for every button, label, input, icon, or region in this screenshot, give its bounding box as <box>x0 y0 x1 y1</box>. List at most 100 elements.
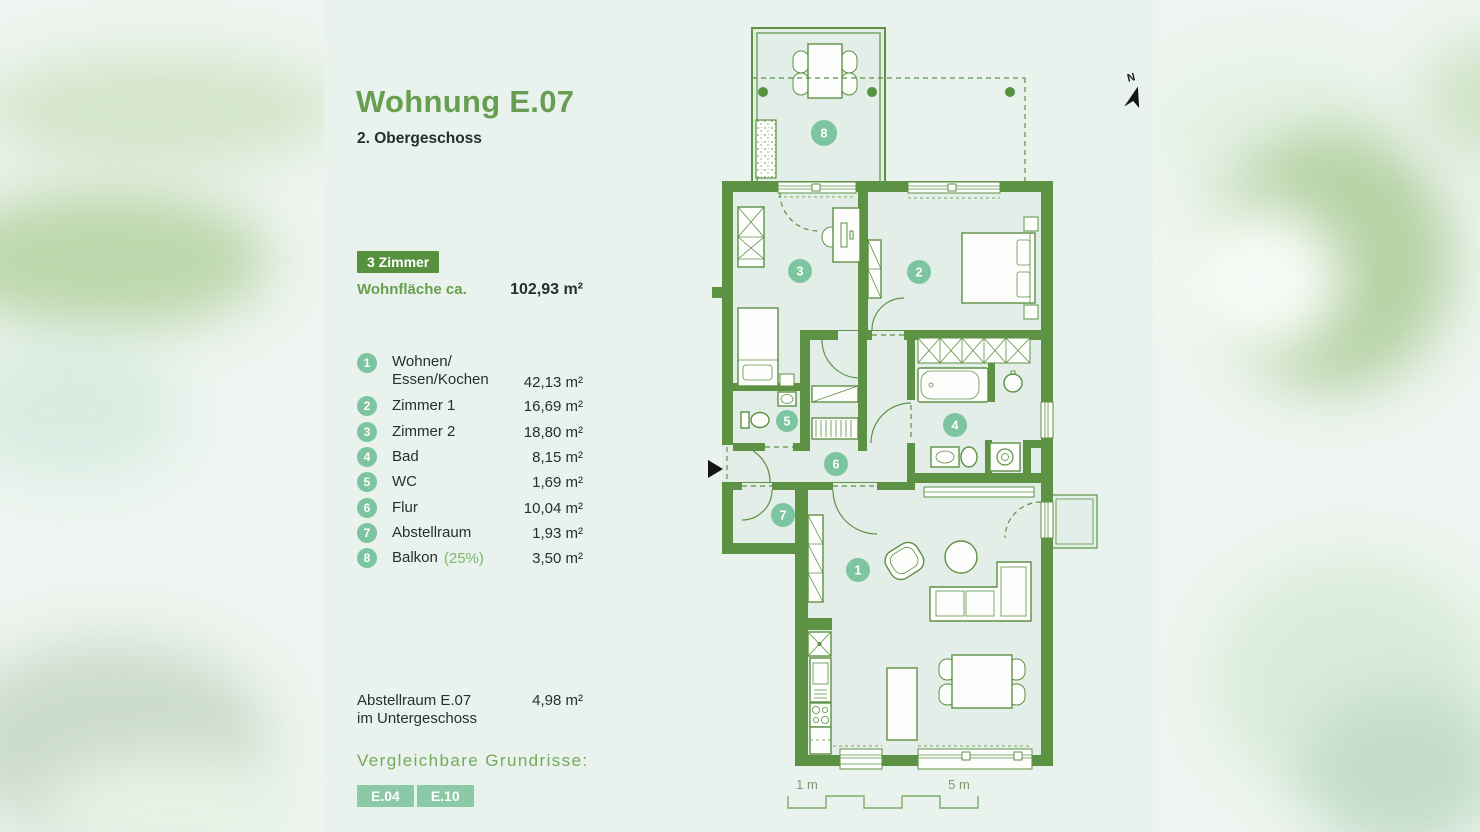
wc-furniture <box>740 391 797 429</box>
room-number-badge: 1 <box>357 353 377 373</box>
plan-room-marker-7: 7 <box>771 503 795 527</box>
plan-room-marker-1: 1 <box>846 558 870 582</box>
room-label-line2: Essen/Kochen <box>392 371 489 388</box>
room-label: Flur <box>392 499 418 516</box>
toilet <box>960 446 978 468</box>
room-list-item: 2 Zimmer 1 16,69 m² <box>357 396 583 416</box>
nightstand <box>779 373 795 387</box>
bath-furniture <box>917 337 1031 472</box>
svg-text:N: N <box>1126 71 1137 85</box>
balcony-chair <box>792 50 810 74</box>
kitchen-counter <box>809 726 832 755</box>
terrace-region <box>1051 494 1098 549</box>
basement-storage-label: Abstellraum E.07 im Untergeschoss <box>357 692 477 728</box>
living-window-right <box>917 745 1033 770</box>
background-blob <box>0 55 324 165</box>
rooms-count-badge: 3 Zimmer <box>357 251 440 273</box>
washbasin <box>930 446 960 468</box>
balcony-chair <box>792 72 810 96</box>
svg-text:1: 1 <box>855 564 862 578</box>
nightstand <box>1023 216 1039 232</box>
room-list-item: 5 WC 1,69 m² <box>357 472 583 492</box>
room-area-value: 1,93 m² <box>532 524 583 542</box>
svg-text:8: 8 <box>821 127 828 141</box>
plan-room-marker-6: 6 <box>824 452 848 476</box>
terrace-door <box>1004 501 1054 539</box>
room-area-value: 18,80 m² <box>523 423 583 441</box>
built-in-wardrobe <box>917 337 1031 364</box>
support-post <box>867 87 877 97</box>
room3-furniture <box>737 192 861 387</box>
page-title: Wohnung E.07 <box>356 84 575 119</box>
pillow <box>1016 239 1031 266</box>
room-label: Zimmer 2 <box>392 423 456 440</box>
stove <box>809 702 832 728</box>
room-list-item: 7 Abstellraum 1,93 m² <box>357 523 583 543</box>
svg-text:2: 2 <box>916 266 923 280</box>
privacy-screen <box>755 119 777 179</box>
svg-text:5: 5 <box>784 415 791 429</box>
background-blob <box>0 190 270 330</box>
bath-window <box>1040 401 1054 439</box>
svg-text:7: 7 <box>780 509 787 523</box>
room-list-item: 3 Zimmer 2 18,80 m² <box>357 422 583 442</box>
basement-storage-row: Abstellraum E.07 im Untergeschoss 4,98 m… <box>357 692 583 728</box>
kitchen-sink-unit <box>809 657 832 703</box>
double-bed <box>961 232 1036 304</box>
comparable-plans-heading: Vergleichbare Grundrisse: <box>357 751 589 770</box>
washbasin <box>777 391 797 407</box>
kitchen-island <box>886 667 918 741</box>
room-list-item: 1 Wohnen/ Essen/Kochen 42,13 m² <box>357 353 583 391</box>
nightstand <box>1023 304 1039 320</box>
room-list-item: 4 Bad 8,15 m² <box>357 447 583 467</box>
sofa <box>929 561 1032 622</box>
room-label: Balkon <box>392 549 438 566</box>
floor-plan: 8 3 2 5 4 6 7 <box>708 27 1140 809</box>
scale-bar: 1 m 5 m <box>787 777 979 809</box>
lounge-chair <box>884 541 925 581</box>
plan-room-marker-8: 8 <box>811 120 837 146</box>
pillow <box>1016 271 1031 298</box>
blurred-background-right <box>1153 0 1480 832</box>
room-label: Bad <box>392 448 419 465</box>
room-label: Wohnen/ Essen/Kochen <box>392 353 489 389</box>
toilet-tank <box>740 411 750 429</box>
hallway-furniture <box>811 385 859 440</box>
coat-rack <box>811 417 859 440</box>
pillow <box>742 364 773 381</box>
balcony-chair <box>840 72 858 96</box>
living-area-value: 102,93 m² <box>510 281 583 298</box>
storage-label-line2: im Untergeschoss <box>357 710 478 727</box>
roof-outline-dashed <box>752 77 1026 181</box>
entrance-arrow-icon <box>708 460 723 478</box>
plan-room-marker-2: 2 <box>907 260 931 284</box>
washing-machine <box>989 442 1021 472</box>
washbasin-round <box>1003 373 1023 393</box>
room-area-value: 10,04 m² <box>523 499 583 517</box>
balcony-percentage-note: (25%) <box>443 549 484 567</box>
balcony-door <box>777 181 857 198</box>
room-label: Abstellraum <box>392 524 472 541</box>
comparable-plan-button-e10[interactable]: E.10 <box>416 785 474 807</box>
living-kitchen-furniture <box>807 486 1035 755</box>
scale-label-1m: 1 m <box>796 777 818 792</box>
bed <box>737 307 779 387</box>
background-blob <box>0 340 180 480</box>
plan-room-markers: 8 3 2 5 4 6 7 <box>771 120 967 582</box>
north-indicator-icon: N <box>1124 71 1140 109</box>
background-blob <box>1303 690 1480 832</box>
monitor <box>840 222 848 248</box>
bedroom-window <box>907 181 1001 199</box>
room-number-badge: 4 <box>357 447 377 467</box>
balcony-region <box>751 27 886 186</box>
support-post <box>758 87 768 97</box>
room-label: WC <box>392 473 417 490</box>
svg-text:6: 6 <box>833 458 840 472</box>
bathtub <box>917 367 989 403</box>
living-window-left <box>833 745 883 770</box>
balcony-chair <box>840 50 858 74</box>
room-area-value: 1,69 m² <box>532 473 583 491</box>
support-post <box>1005 87 1015 97</box>
comparable-plan-button-e04[interactable]: E.04 <box>357 785 414 807</box>
